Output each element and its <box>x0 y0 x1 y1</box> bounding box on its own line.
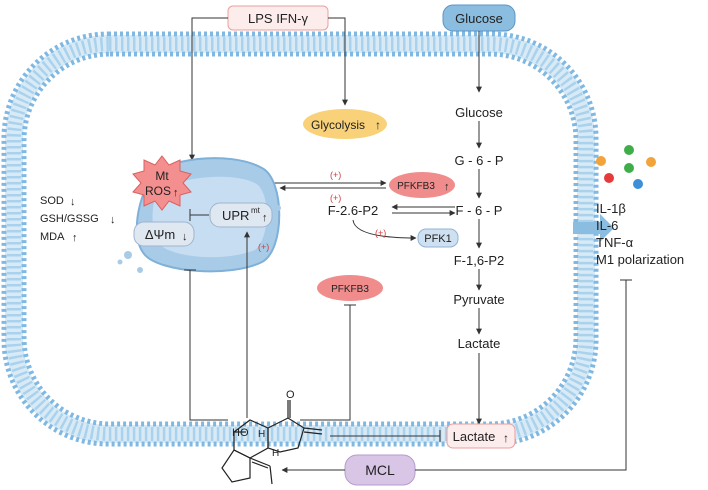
glycolysis-label: Glycolysis <box>311 118 365 132</box>
dot-orange-1 <box>596 156 606 166</box>
glucose-top-label: Glucose <box>455 11 503 26</box>
pathway-glucose: Glucose <box>455 105 503 120</box>
pathway-f26p2: F-2.6-P2 <box>328 203 379 218</box>
oxidative-markers: SOD ↓ GSH/GSSG ↓ MDA ↑ <box>40 195 116 244</box>
cytokine-dots <box>596 145 656 189</box>
output-big-arrow <box>573 214 614 242</box>
pathway-g6p: G - 6 - P <box>454 153 503 168</box>
upr-node: UPR mt ↑ <box>209 202 273 228</box>
output-tnf: TNF-α <box>596 235 634 250</box>
glucose-external: Glucose <box>442 4 516 32</box>
pfkfb3-mid-node: PFKFB3 <box>317 275 383 301</box>
plus-upr: (+) <box>258 242 269 252</box>
output-il6: IL-6 <box>596 218 618 233</box>
plus-pfk1: (+) <box>375 228 386 238</box>
stimulus-label: LPS IFN-γ <box>248 11 308 26</box>
pathway-pyruvate: Pyruvate <box>453 292 504 307</box>
dot-orange-2 <box>646 157 656 167</box>
dot-green-2 <box>624 163 634 173</box>
lps-to-glycolysis-arrow <box>328 17 348 106</box>
pfk1-node: PFK1 <box>417 228 459 248</box>
ho-label: HO <box>232 427 249 439</box>
mcl-node: MCL <box>344 454 416 486</box>
upr-label: UPR <box>222 208 249 223</box>
o-label: O <box>286 389 295 401</box>
h-label-2: H <box>272 448 279 459</box>
upr-up-arrow: ↑ <box>262 212 268 224</box>
pfk1-label: PFK1 <box>424 233 452 245</box>
dot-red <box>604 173 614 183</box>
pfkfb3-top-node: PFKFB3 ↑ <box>389 172 455 198</box>
pfkfb3-up-arrow: ↑ <box>444 181 450 193</box>
plus-ros-pfkfb3: (+) <box>330 170 341 180</box>
sod-down-arrow: ↓ <box>70 196 76 208</box>
pathway-lactate: Lactate <box>458 336 501 351</box>
mcl-label: MCL <box>365 462 395 478</box>
mda-label: MDA <box>40 231 65 243</box>
gsh-label: GSH/GSSG <box>40 213 99 225</box>
dot-green-1 <box>624 145 634 155</box>
mcl-inhibit-outputs-line <box>415 280 627 471</box>
mt-label: Mt <box>155 169 169 183</box>
pathway-f6p: F - 6 - P <box>456 203 503 218</box>
output-m1: M1 polarization <box>596 252 684 267</box>
lactate-out-node: Lactate ↑ <box>446 423 516 449</box>
glycolysis-node: Glycolysis ↑ <box>303 109 387 139</box>
pathway-f16p2: F-1,6-P2 <box>454 253 505 268</box>
dot-blue <box>633 179 643 189</box>
dpsi-label: ΔΨm <box>145 227 175 242</box>
dpsi-down-arrow: ↓ <box>182 231 188 243</box>
lactate-out-label: Lactate <box>453 429 496 444</box>
pfkfb3-top-label: PFKFB3 <box>397 181 435 192</box>
gsh-down-arrow: ↓ <box>110 214 116 226</box>
plus-f6p-f26p2: (+) <box>330 193 341 203</box>
ros-up-arrow: ↑ <box>173 187 179 199</box>
pfkfb3-mid-label: PFKFB3 <box>331 284 369 295</box>
mcl-inhibit-dpsi-line <box>189 270 228 421</box>
output-il1b: IL-1β <box>596 201 626 216</box>
upr-superscript: mt <box>251 206 261 215</box>
mt-ros-node: Mt ROS ↑ <box>132 155 192 211</box>
cell-membrane <box>1 31 599 447</box>
h-label-1: H <box>258 429 265 440</box>
f26p2-to-pfk1-arrow <box>352 219 417 241</box>
dpsi-node: ΔΨm ↓ <box>133 221 195 247</box>
mda-up-arrow: ↑ <box>72 232 78 244</box>
lps-to-ros-arrow <box>189 17 228 161</box>
lactate-up-arrow: ↑ <box>503 431 509 445</box>
mcl-inhibit-pfkfb3-line <box>300 305 351 421</box>
ros-label: ROS <box>145 184 171 198</box>
sod-label: SOD <box>40 195 64 207</box>
glycolysis-up-arrow: ↑ <box>375 118 381 132</box>
mcl-structure <box>221 400 323 485</box>
stimulus-box: LPS IFN-γ <box>227 5 329 31</box>
